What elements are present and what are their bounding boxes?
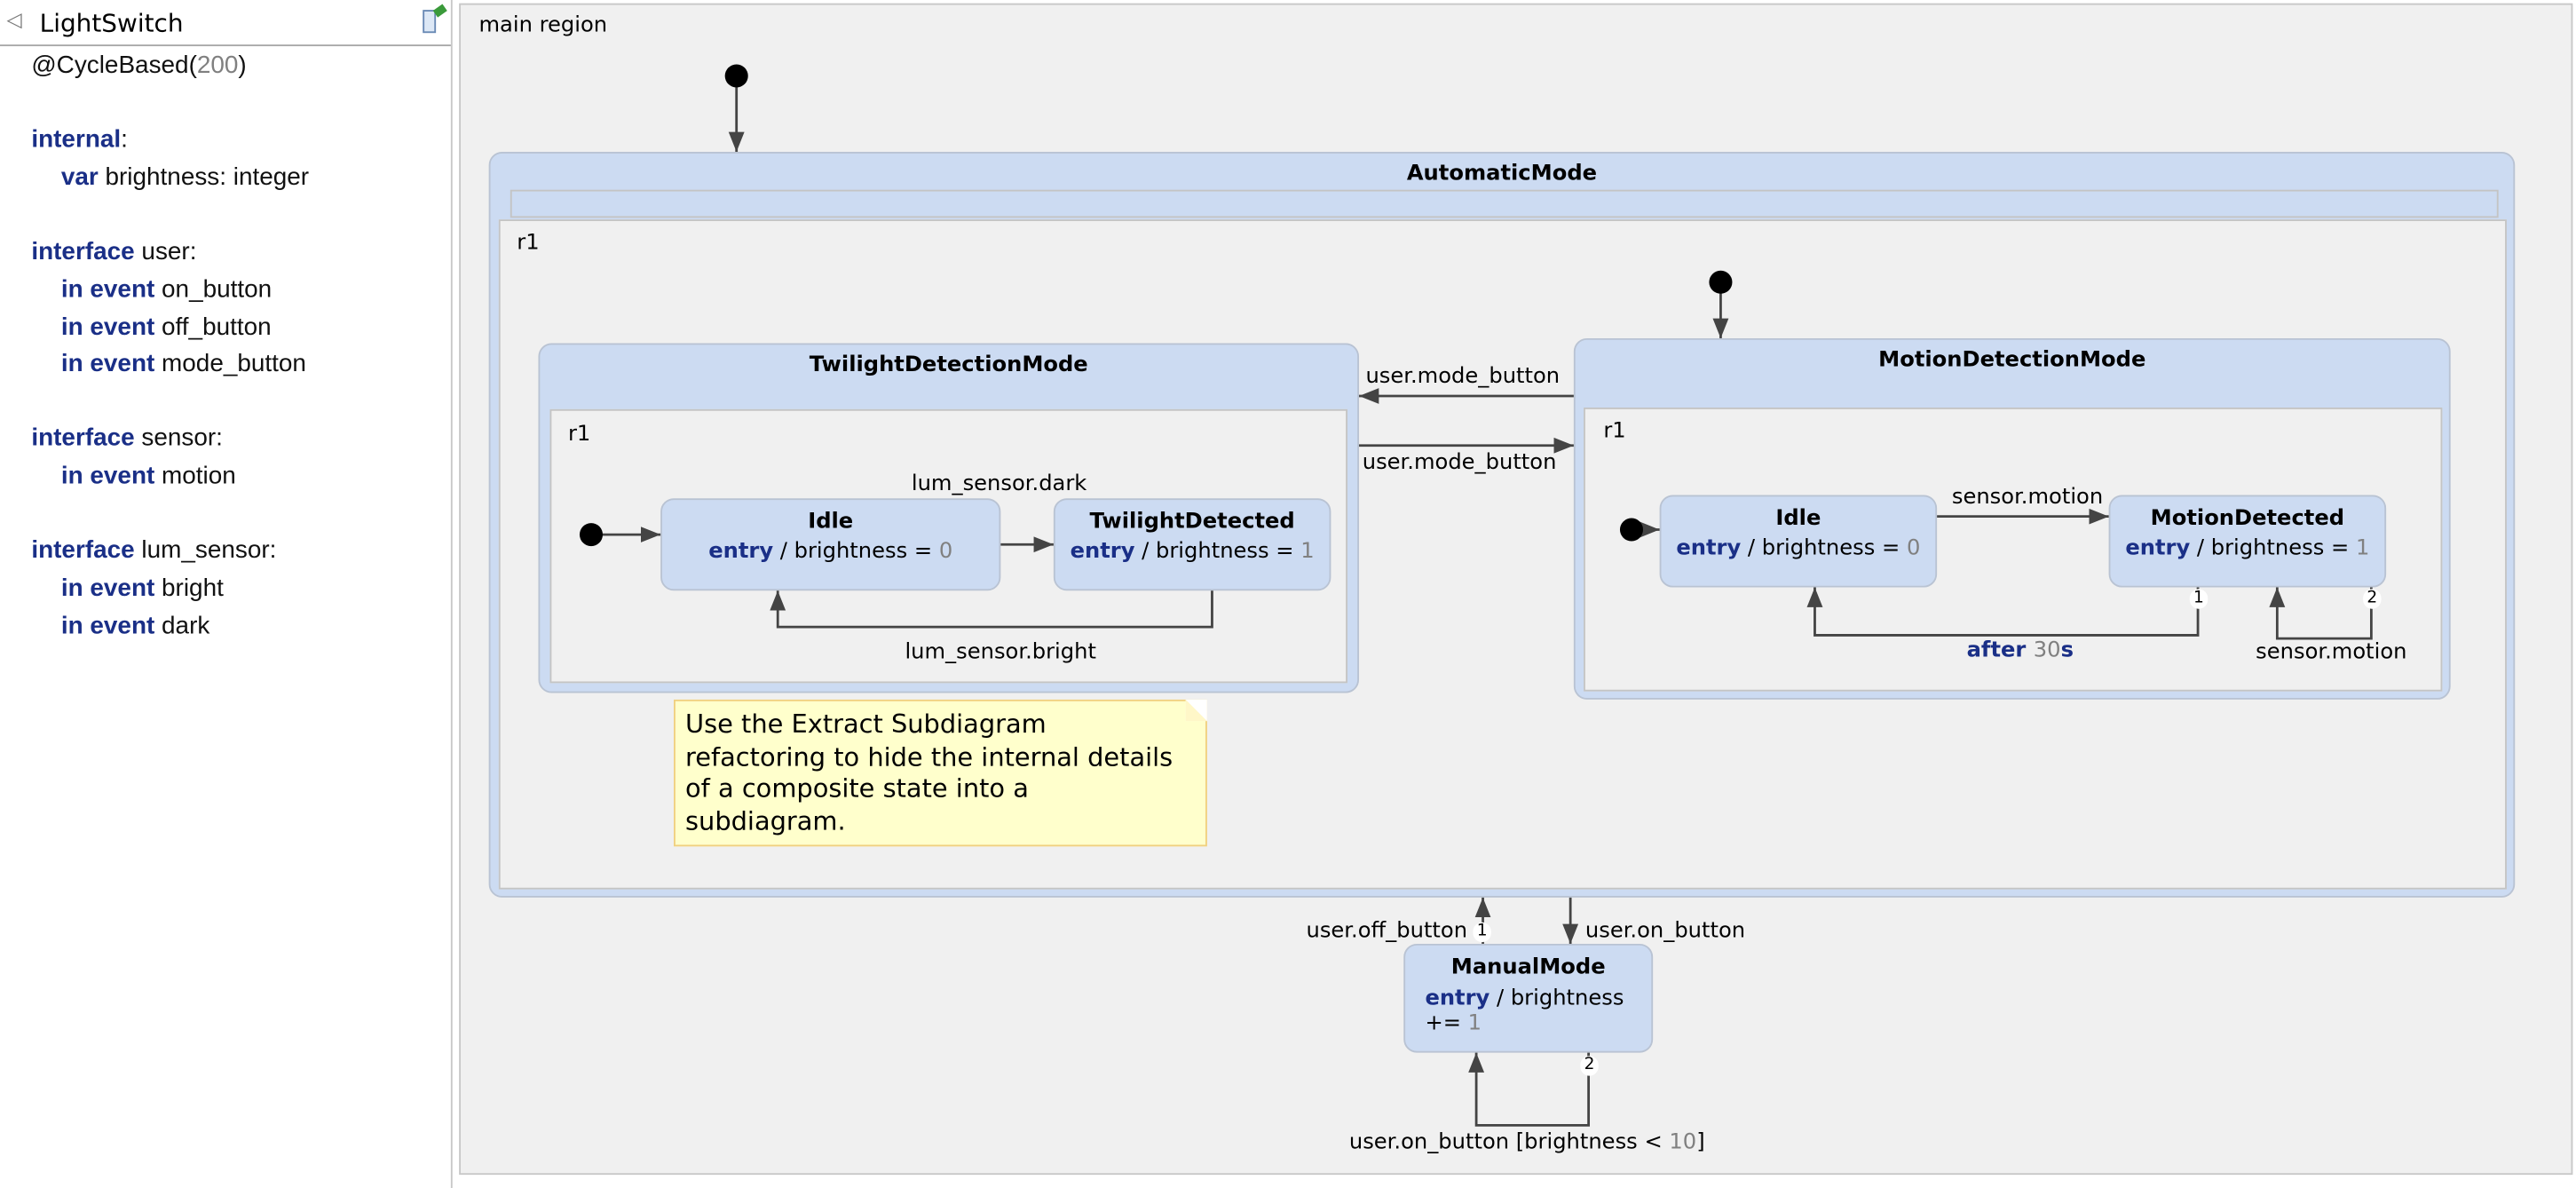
transition-label[interactable]: lum_sensor.bright: [905, 640, 1096, 665]
transition-label[interactable]: user.off_button: [1306, 919, 1468, 944]
initial-state-motion-mode[interactable]: [1709, 270, 1733, 294]
state-motion-detected[interactable]: MotionDetected entry / brightness = 1: [2108, 495, 2387, 588]
note[interactable]: Use the Extract Subdiagram refactoring t…: [674, 699, 1207, 847]
state-title: MotionDetectionMode: [1878, 348, 2146, 373]
definition-header: ◁ LightSwitch: [0, 0, 451, 47]
region-label: r1: [567, 422, 591, 447]
code-line[interactable]: interface user:: [31, 237, 197, 266]
code-line[interactable]: interface sensor:: [31, 424, 223, 453]
transition-label[interactable]: sensor.motion: [2256, 640, 2407, 665]
triangle-left-icon[interactable]: ◁: [6, 8, 22, 32]
code-line[interactable]: in event on_button: [60, 275, 273, 304]
code-line[interactable]: interface lum_sensor:: [31, 535, 277, 565]
state-twilight-idle[interactable]: Idle entry / brightness = 0: [660, 498, 1001, 591]
state-motion-idle[interactable]: Idle entry / brightness = 0: [1659, 495, 1938, 588]
state-title: AutomaticMode: [1406, 162, 1598, 186]
state-title: MotionDetected: [2150, 506, 2345, 532]
state-twilight-detected[interactable]: TwilightDetected entry / brightness = 1: [1053, 498, 1331, 591]
transition-label[interactable]: sensor.motion: [1951, 485, 2104, 511]
code-line[interactable]: in event off_button: [60, 313, 272, 342]
code-line[interactable]: in event bright: [60, 574, 224, 603]
entry-action: entry / brightness = 0: [708, 539, 953, 565]
code-line[interactable]: internal:: [31, 125, 128, 154]
transition-label[interactable]: user.on_button: [1584, 919, 1746, 944]
state-compartment: [510, 189, 2499, 218]
code-line[interactable]: var brightness: integer: [60, 162, 310, 192]
main-region-label: main region: [478, 12, 608, 38]
state-title: ManualMode: [1450, 954, 1606, 980]
transition-label[interactable]: after 30s: [1966, 638, 2074, 664]
region-label: r1: [517, 231, 540, 257]
transition-label[interactable]: user.on_button [brightness < 10]: [1348, 1129, 1705, 1155]
state-title: TwilightDetected: [1089, 510, 1295, 535]
entry-action: entry / brightness = 1: [2125, 535, 2370, 561]
code-line[interactable]: in event dark: [60, 612, 210, 641]
note-fold: [1185, 699, 1207, 722]
initial-state-twilight[interactable]: [579, 523, 604, 547]
transition-manual-self: [1468, 1052, 1591, 1127]
region-label: r1: [1603, 419, 1626, 444]
priority-badge: 1: [2189, 589, 2209, 609]
code-line[interactable]: in event mode_button: [60, 349, 306, 378]
statechart-name: LightSwitch: [39, 8, 184, 38]
transition-label[interactable]: lum_sensor.dark: [911, 471, 1087, 497]
state-title: Idle: [1775, 506, 1821, 532]
transition-label[interactable]: user.mode_button: [1362, 450, 1557, 476]
state-title: TwilightDetectionMode: [809, 352, 1088, 378]
priority-badge: 2: [2363, 589, 2382, 609]
transition-label[interactable]: user.mode_button: [1365, 364, 1561, 390]
initial-state-automatic[interactable]: [724, 64, 748, 88]
entry-action: entry / brightness = 1: [1070, 539, 1315, 565]
transition-twilight-bright: [770, 590, 1213, 629]
entry-action: entry / brightness: [1425, 986, 1624, 1012]
code-line[interactable]: in event motion: [60, 462, 236, 490]
entry-action-cont: += 1: [1425, 1011, 1482, 1037]
transition-self-motion: [2269, 587, 2373, 640]
transition-after-30s: [1806, 587, 2200, 637]
priority-badge: 1: [1473, 922, 1491, 943]
pin-icon[interactable]: [423, 10, 437, 34]
priority-badge: 2: [1580, 1056, 1599, 1076]
entry-action: entry / brightness = 0: [1676, 535, 1921, 561]
definition-panel: ◁ LightSwitch @CycleBased(200) internal:…: [0, 0, 453, 1188]
code-line[interactable]: @CycleBased(200): [31, 51, 247, 80]
note-text: Use the Extract Subdiagram refactoring t…: [685, 709, 1173, 836]
state-title: Idle: [808, 510, 854, 535]
state-manual-mode[interactable]: ManualMode entry / brightness += 1: [1403, 943, 1654, 1053]
initial-state-motion[interactable]: [1619, 518, 1643, 542]
